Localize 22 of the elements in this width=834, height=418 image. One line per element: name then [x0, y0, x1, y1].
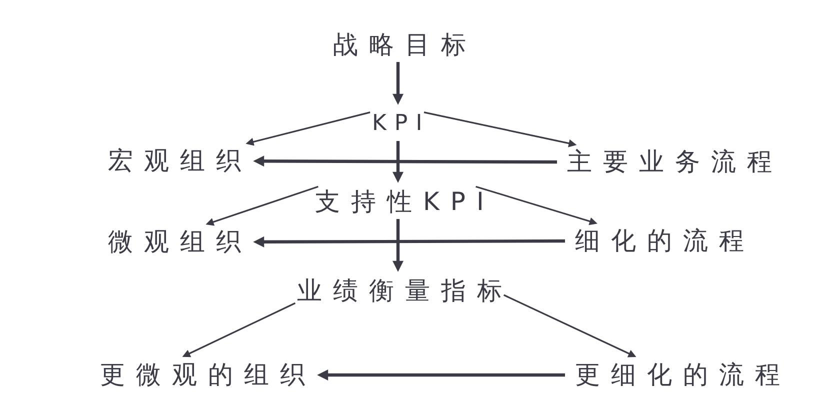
arrow	[246, 112, 370, 146]
arrow	[392, 219, 404, 272]
arrow	[392, 62, 404, 105]
arrow	[253, 236, 565, 248]
node-label: 支持性KPI	[315, 186, 484, 218]
node-label: 微观组织	[108, 226, 241, 258]
arrow	[503, 294, 636, 358]
arrow	[392, 141, 404, 183]
arrow	[317, 370, 565, 380]
arrow	[206, 186, 318, 226]
node-label: 宏观组织	[108, 145, 241, 177]
node-label: KPI	[372, 108, 422, 140]
node-label: 细化的流程	[575, 225, 744, 257]
arrow	[424, 112, 577, 148]
node-label: 更细化的流程	[575, 359, 780, 391]
arrow	[253, 156, 557, 167]
node-label: 业绩衡量指标	[297, 275, 502, 307]
arrow	[476, 186, 598, 226]
node-label: 主要业务流程	[567, 146, 772, 178]
node-label: 更微观的组织	[100, 359, 305, 391]
node-label: 战略目标	[333, 29, 466, 61]
arrow	[182, 302, 296, 358]
